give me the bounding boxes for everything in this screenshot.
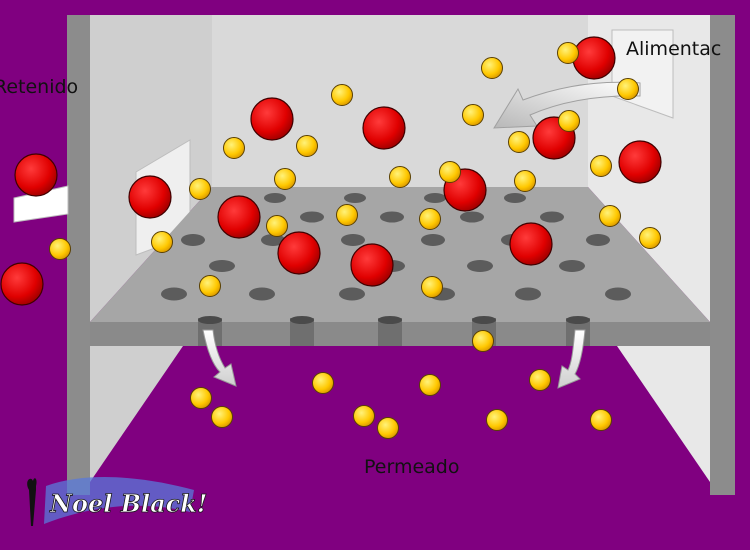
small-particle xyxy=(419,374,441,396)
large-particle xyxy=(250,97,294,141)
membrane-channel-opening xyxy=(472,316,496,324)
small-particle xyxy=(211,406,233,428)
membrane-pore xyxy=(341,234,365,246)
membrane-pore xyxy=(460,211,484,223)
small-particle xyxy=(481,57,503,79)
lower-right-wall xyxy=(617,346,710,482)
membrane-pore xyxy=(559,260,585,272)
membrane-pore xyxy=(209,260,235,272)
membrane-pore xyxy=(380,211,404,223)
large-particle xyxy=(618,140,662,184)
lower-left-wall xyxy=(90,346,183,482)
noel-black-logo: Noel Black! xyxy=(27,477,208,526)
logo-text: Noel Black! xyxy=(49,489,207,518)
large-particle xyxy=(572,36,616,80)
feed-label: Alimentac xyxy=(626,38,722,60)
small-particle xyxy=(312,372,334,394)
logo-swash xyxy=(44,477,194,524)
small-particle xyxy=(557,42,579,64)
membrane-pore xyxy=(421,234,445,246)
membrane-pore xyxy=(261,234,285,246)
membrane-pore xyxy=(161,287,187,301)
permeate-arrow-right xyxy=(557,329,586,389)
membrane-pore xyxy=(249,287,275,301)
membrane-pore xyxy=(504,193,526,203)
small-particle xyxy=(190,387,212,409)
small-particle xyxy=(296,135,318,157)
membrane-pore xyxy=(344,193,366,203)
small-particle xyxy=(331,84,353,106)
membrane-pore xyxy=(515,287,541,301)
small-particle xyxy=(529,369,551,391)
small-particle xyxy=(508,131,530,153)
small-particle xyxy=(353,405,375,427)
large-particle xyxy=(128,175,172,219)
small-particle xyxy=(439,161,461,183)
retentate-label: Retenido xyxy=(0,76,79,98)
membrane-pore xyxy=(467,260,493,272)
membrane-channel-opening xyxy=(378,316,402,324)
permeate-arrow-left xyxy=(202,329,237,387)
membrane-pore xyxy=(424,193,446,203)
permeate-label: Permeado xyxy=(364,456,460,478)
membrane-pore xyxy=(605,287,631,301)
outer-left-wall xyxy=(67,15,90,495)
small-particle xyxy=(377,417,399,439)
small-particle xyxy=(590,155,612,177)
small-particle xyxy=(599,205,621,227)
large-particle xyxy=(277,231,321,275)
small-particle xyxy=(189,178,211,200)
small-particle xyxy=(419,208,441,230)
permeate-flow-arrows xyxy=(202,329,586,389)
small-particle xyxy=(199,275,221,297)
large-particle xyxy=(509,222,553,266)
membrane-channel-opening xyxy=(290,316,314,324)
small-particle xyxy=(151,231,173,253)
membrane-pore xyxy=(264,193,286,203)
small-particle xyxy=(336,204,358,226)
small-particle xyxy=(590,409,612,431)
small-particle xyxy=(558,110,580,132)
membrane-pores xyxy=(161,193,631,301)
large-particle xyxy=(14,153,58,197)
large-particle xyxy=(0,262,44,306)
membrane-channel-opening xyxy=(198,316,222,324)
large-particle xyxy=(217,195,261,239)
membrane-pore xyxy=(181,234,205,246)
membrane-pore xyxy=(300,211,324,223)
small-particles xyxy=(49,42,661,439)
small-particle xyxy=(274,168,296,190)
feed-flow-arrow xyxy=(493,81,641,129)
small-particle xyxy=(486,409,508,431)
torch-icon xyxy=(27,478,37,526)
membrane-pore xyxy=(339,287,365,301)
small-particle xyxy=(223,137,245,159)
small-particle xyxy=(462,104,484,126)
small-particle xyxy=(389,166,411,188)
large-particle xyxy=(350,243,394,287)
small-particle xyxy=(472,330,494,352)
membrane-pore xyxy=(586,234,610,246)
small-particle xyxy=(514,170,536,192)
small-particle xyxy=(49,238,71,260)
small-particle xyxy=(639,227,661,249)
outer-right-wall xyxy=(710,15,735,495)
small-particle xyxy=(266,215,288,237)
membrane-channel-opening xyxy=(566,316,590,324)
large-particle xyxy=(362,106,406,150)
small-particle xyxy=(421,276,443,298)
small-particle xyxy=(617,78,639,100)
membrane-pore xyxy=(540,211,564,223)
